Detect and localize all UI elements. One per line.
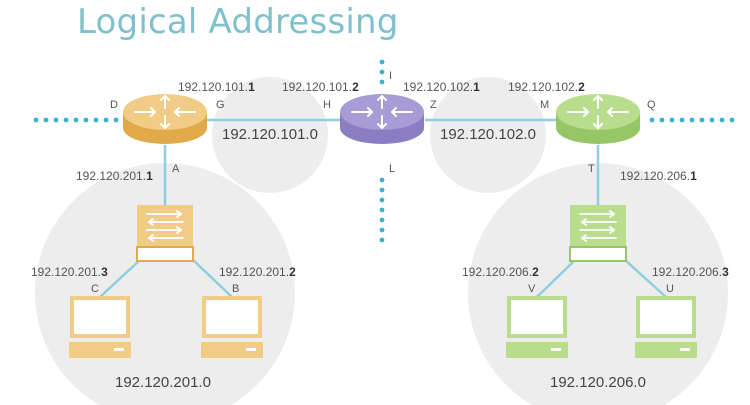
port-g: G — [216, 99, 225, 111]
router-icon — [556, 94, 640, 144]
switch-icon — [136, 205, 194, 262]
link-switch-v — [536, 259, 576, 298]
address-u: 192.120.206.3 — [652, 265, 729, 279]
address-h: 192.120.101.2 — [282, 80, 359, 94]
address-g: 192.120.101.1 — [178, 80, 255, 94]
address-t: 192.120.206.1 — [620, 169, 697, 183]
network-label-102: 192.120.102.0 — [440, 126, 536, 143]
dotted-link-d — [33, 117, 119, 123]
network-label-101: 192.120.101.0 — [222, 126, 318, 143]
port-t: T — [588, 163, 595, 175]
link-switch-u — [624, 259, 667, 298]
network-label-201: 192.120.201.0 — [115, 374, 211, 391]
port-q: Q — [647, 99, 656, 111]
link-switch-c — [99, 259, 141, 298]
port-c: C — [91, 283, 99, 295]
port-d: D — [110, 99, 118, 111]
network-label-206: 192.120.206.0 — [550, 374, 646, 391]
dotted-link-q — [649, 117, 735, 123]
zone-net-101 — [212, 77, 328, 193]
port-v: V — [528, 283, 536, 295]
port-z: Z — [430, 99, 437, 111]
zone-net-102 — [430, 77, 546, 193]
port-h: H — [323, 99, 331, 111]
address-m: 192.120.102.2 — [508, 80, 585, 94]
computer-icon — [69, 296, 131, 358]
dotted-links — [33, 59, 735, 243]
port-i: I — [389, 70, 393, 82]
switch-icon — [569, 205, 627, 262]
computer-icon — [635, 296, 697, 358]
page-title: Logical Addressing — [77, 2, 399, 42]
address-a: 192.120.201.1 — [76, 169, 153, 183]
router-icon — [123, 94, 207, 144]
port-b: B — [232, 283, 240, 295]
dotted-link-l — [379, 177, 385, 243]
computer-icon — [201, 296, 263, 358]
port-m: M — [540, 99, 550, 111]
address-v: 192.120.206.2 — [462, 265, 539, 279]
address-c: 192.120.201.3 — [31, 265, 108, 279]
links — [99, 118, 667, 298]
port-a: A — [172, 163, 180, 175]
address-z: 192.120.102.1 — [403, 80, 480, 94]
computer-icon — [506, 296, 568, 358]
link-switch-b — [192, 259, 233, 298]
port-u: U — [666, 283, 674, 295]
router-icon — [340, 94, 424, 144]
port-l: L — [389, 163, 396, 175]
dotted-link-i — [379, 59, 385, 85]
address-b: 192.120.201.2 — [219, 265, 296, 279]
